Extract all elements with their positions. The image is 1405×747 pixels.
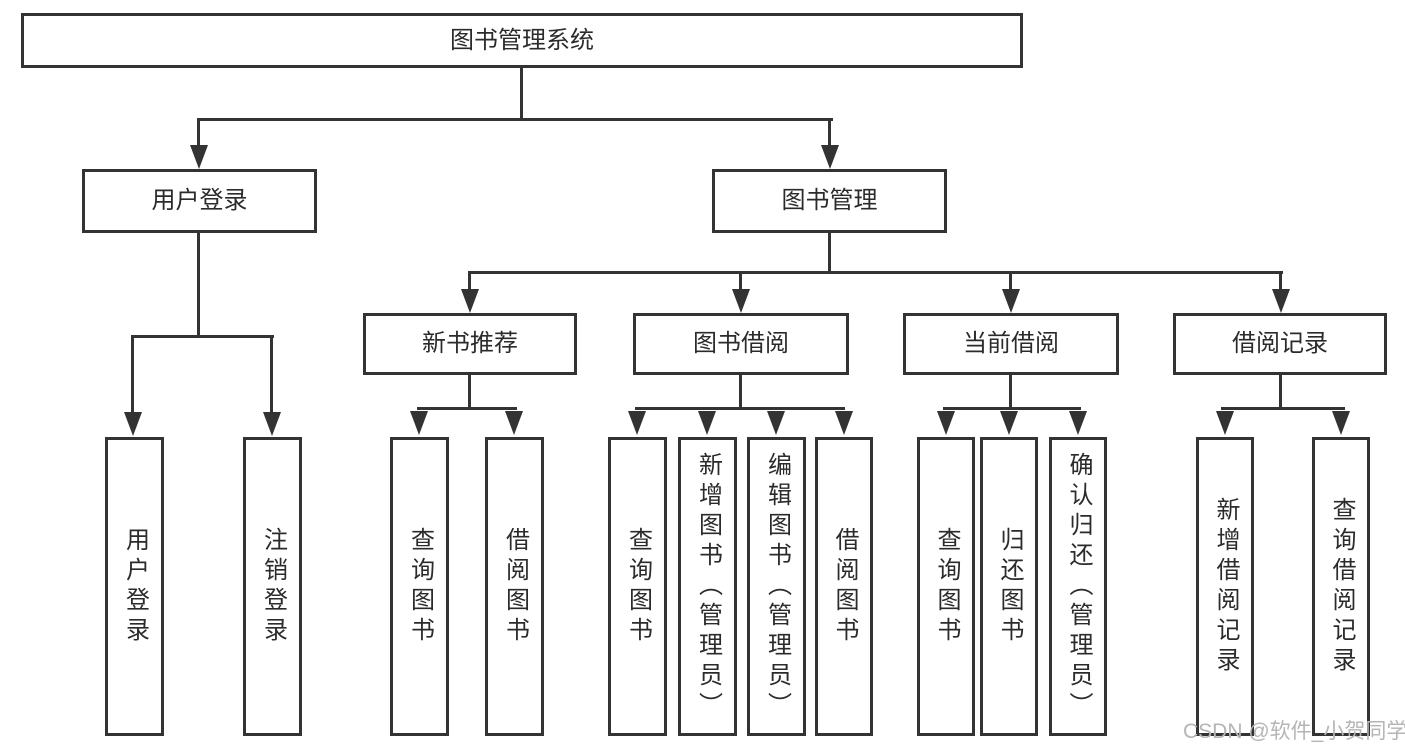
leaf-add-books-admin: 新增图书（管理员） (678, 437, 737, 736)
leaf-edit-books-admin-label: 编辑图书（管理员） (763, 451, 791, 722)
connector-new-book-recommend-bus (417, 407, 517, 410)
leaf-add-borrow-record: 新增借阅记录 (1196, 437, 1254, 736)
connector-root-stem (520, 68, 523, 121)
connector-level3-bus (468, 271, 1283, 274)
arrowhead-borrow-books-1-icon (505, 411, 523, 435)
node-user-login-label: 用户登录 (151, 187, 248, 214)
connector-drop-book-management (828, 118, 831, 150)
node-root-label: 图书管理系统 (450, 26, 594, 54)
connector-drop-borrow-records (1279, 271, 1282, 293)
leaf-query-books-1-label: 查询图书 (406, 526, 434, 647)
node-current-borrow: 当前借阅 (903, 313, 1119, 375)
arrowhead-query-books-1-icon (410, 411, 428, 435)
arrowhead-new-book-recommend-icon (461, 289, 479, 313)
leaf-return-books-label: 归还图书 (996, 526, 1023, 647)
arrowhead-borrow-records-icon (1272, 289, 1290, 313)
leaf-confirm-return-admin-label: 确认归还（管理员） (1065, 451, 1092, 722)
leaf-logout-label: 注销登录 (259, 526, 287, 647)
leaf-logout: 注销登录 (243, 437, 302, 736)
arrowhead-add-borrow-record-icon (1216, 411, 1234, 435)
node-new-book-recommend-label: 新书推荐 (422, 330, 518, 357)
leaf-query-borrow-record-label: 查询借阅记录 (1328, 496, 1355, 677)
node-book-management: 图书管理 (712, 169, 947, 233)
leaf-borrow-books-1: 借阅图书 (485, 437, 544, 736)
arrowhead-user-login-icon (190, 145, 208, 169)
arrowhead-leaf-logout-icon (263, 412, 281, 436)
node-new-book-recommend: 新书推荐 (363, 313, 577, 375)
connector-new-book-recommend-stem (468, 375, 471, 410)
node-root: 图书管理系统 (21, 13, 1023, 68)
connector-drop-leaf-user-login (131, 335, 134, 415)
leaf-query-books-3-label: 查询图书 (933, 526, 960, 647)
connector-drop-current-borrow (1009, 271, 1012, 293)
leaf-query-books-2: 查询图书 (608, 437, 667, 736)
leaf-confirm-return-admin: 确认归还（管理员） (1049, 437, 1107, 736)
connector-current-borrow-stem (1009, 375, 1012, 410)
arrowhead-confirm-return-admin-icon (1069, 411, 1087, 435)
connector-borrow-records-stem (1279, 375, 1282, 410)
arrowhead-leaf-user-login-icon (124, 412, 142, 436)
leaf-borrow-books-2: 借阅图书 (815, 437, 873, 736)
leaf-edit-books-admin: 编辑图书（管理员） (747, 437, 806, 736)
node-current-borrow-label: 当前借阅 (963, 330, 1059, 357)
arrowhead-query-borrow-record-icon (1332, 411, 1350, 435)
connector-book-borrow-bus (635, 407, 845, 410)
node-user-login: 用户登录 (82, 169, 317, 233)
node-borrow-records-label: 借阅记录 (1232, 330, 1328, 357)
connector-book-borrow-stem (739, 375, 742, 410)
arrowhead-book-borrow-icon (732, 289, 750, 313)
connector-current-borrow-bus (943, 407, 1081, 410)
leaf-query-books-1: 查询图书 (390, 437, 449, 736)
arrowhead-add-books-admin-icon (698, 411, 716, 435)
leaf-user-login: 用户登录 (105, 437, 164, 736)
node-book-borrow-label: 图书借阅 (693, 330, 789, 357)
leaf-add-books-admin-label: 新增图书（管理员） (694, 451, 722, 722)
node-book-borrow: 图书借阅 (633, 313, 849, 375)
arrowhead-book-management-icon (821, 145, 839, 169)
leaf-add-borrow-record-label: 新增借阅记录 (1212, 496, 1239, 677)
arrowhead-return-books-icon (1000, 411, 1018, 435)
arrowhead-borrow-books-2-icon (835, 411, 853, 435)
connector-drop-user-login (197, 118, 200, 150)
connector-user-login-stem (197, 233, 200, 338)
connector-user-login-bus (131, 335, 274, 338)
connector-borrow-records-bus (1221, 407, 1345, 410)
arrowhead-query-books-2-icon (628, 411, 646, 435)
csdn-watermark: CSDN @软件_小贺同学 (1183, 720, 1405, 743)
arrowhead-edit-books-admin-icon (767, 411, 785, 435)
arrowhead-query-books-3-icon (937, 411, 955, 435)
connector-drop-book-borrow (739, 271, 742, 293)
leaf-query-books-2-label: 查询图书 (624, 526, 652, 647)
leaf-borrow-books-1-label: 借阅图书 (501, 526, 529, 647)
node-book-management-label: 图书管理 (781, 187, 878, 214)
arrowhead-current-borrow-icon (1002, 289, 1020, 313)
leaf-query-books-3: 查询图书 (917, 437, 975, 736)
leaf-return-books: 归还图书 (980, 437, 1038, 736)
connector-level2-bus (197, 118, 833, 121)
connector-book-management-stem (828, 233, 831, 274)
connector-drop-leaf-logout (270, 335, 273, 415)
node-borrow-records: 借阅记录 (1173, 313, 1387, 375)
leaf-query-borrow-record: 查询借阅记录 (1312, 437, 1370, 736)
connector-drop-new-book-recommend (468, 271, 471, 293)
leaf-borrow-books-2-label: 借阅图书 (831, 526, 858, 647)
leaf-user-login-label: 用户登录 (121, 526, 149, 647)
